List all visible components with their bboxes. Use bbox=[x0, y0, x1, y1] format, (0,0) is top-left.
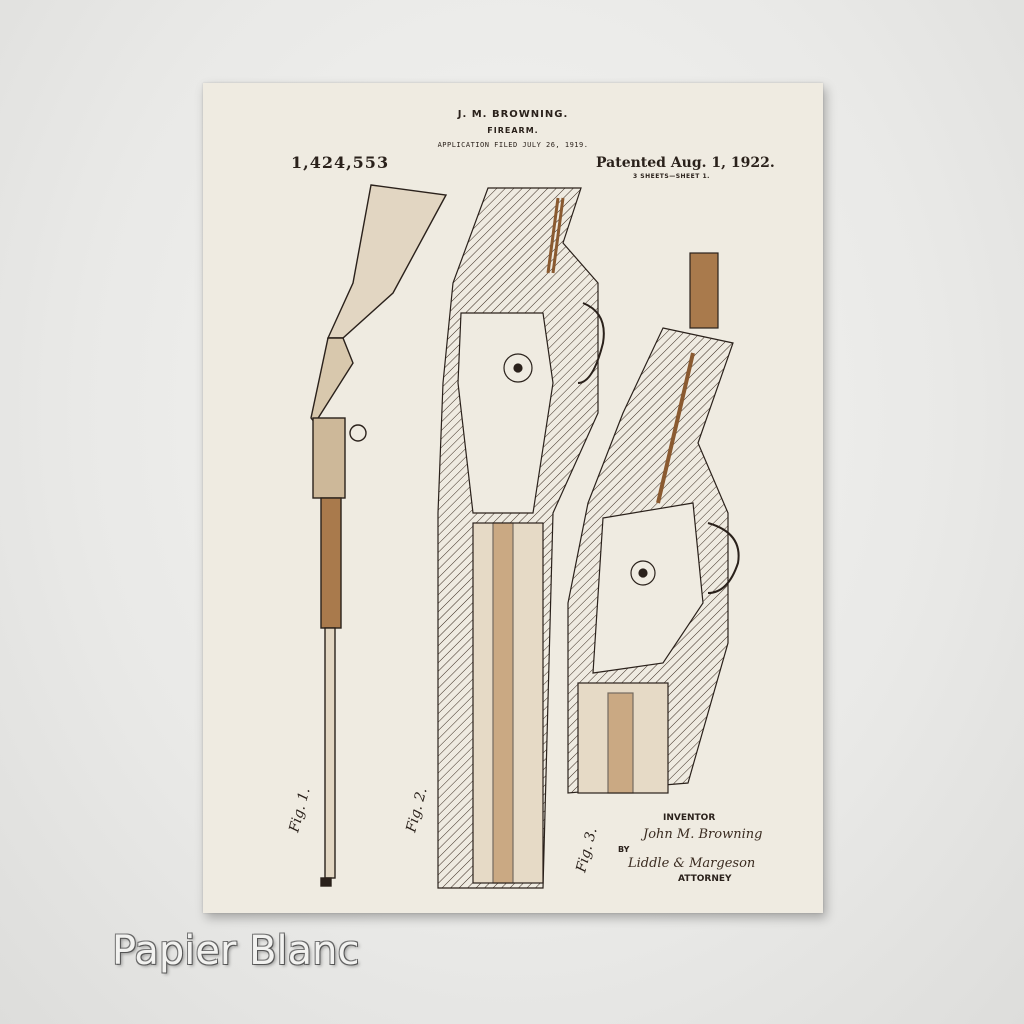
product-caption: Papier Blanc bbox=[112, 928, 360, 974]
figure-2-label: Fig. 2. bbox=[403, 786, 430, 835]
figure-1-rifle bbox=[310, 184, 448, 887]
sheet-count: 3 SHEETS—SHEET 1. bbox=[633, 173, 710, 180]
inventor-label: INVENTOR bbox=[663, 813, 716, 823]
attorney-label: ATTORNEY bbox=[678, 874, 732, 884]
figure-3-label: Fig. 3. bbox=[573, 826, 600, 875]
figure-1-label: Fig. 1. bbox=[286, 786, 313, 835]
patent-drawing: Fig. 1. Fig. 2. Fig. 3. bbox=[286, 184, 740, 889]
figure-2-section bbox=[437, 187, 605, 889]
patent-title: FIREARM. bbox=[487, 126, 539, 135]
patent-date: Patented Aug. 1, 1922. bbox=[596, 155, 775, 171]
inventor-signature: John M. Browning bbox=[643, 827, 763, 842]
figure-3-section bbox=[567, 252, 740, 794]
inventor-name: J. M. BROWNING. bbox=[457, 109, 569, 120]
patent-poster: J. M. BROWNING. FIREARM. APPLICATION FIL… bbox=[203, 83, 823, 913]
attorney-signature: Liddle & Margeson bbox=[628, 856, 756, 871]
filing-date: APPLICATION FILED JULY 26, 1919. bbox=[437, 141, 589, 149]
patent-number: 1,424,553 bbox=[291, 153, 390, 172]
by-label: BY bbox=[618, 845, 630, 854]
